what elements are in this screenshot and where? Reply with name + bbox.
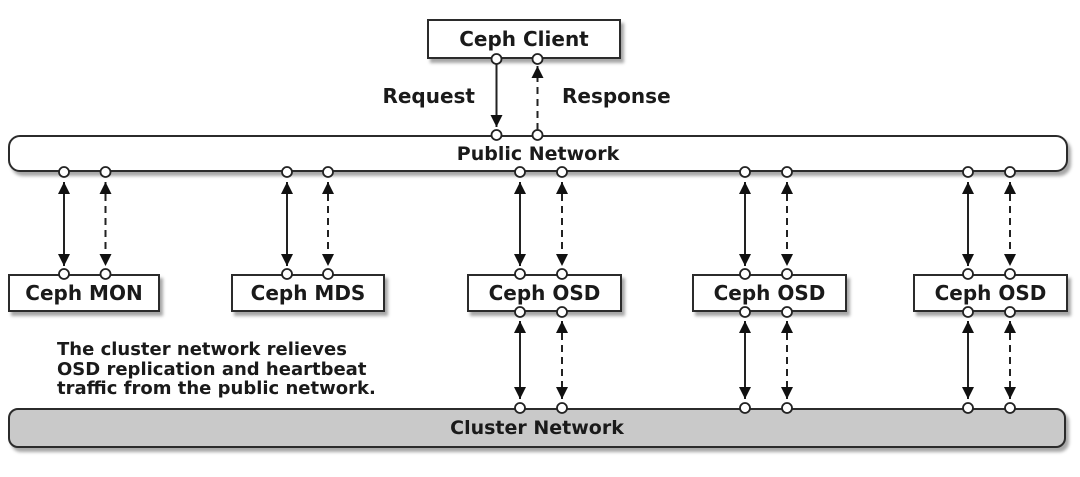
ceph-client-node: Ceph Client — [427, 19, 621, 59]
cluster-network-bar: Cluster Network — [8, 408, 1066, 448]
ceph-mds-node: Ceph MDS — [231, 274, 385, 312]
ceph-osd2-node: Ceph OSD — [692, 274, 847, 312]
osd3-cluster-arrows — [962, 321, 1016, 399]
osd2-cluster-arrows — [739, 321, 793, 399]
public-osd1-arrows — [514, 182, 568, 266]
ceph-mon-label: Ceph MON — [25, 281, 143, 305]
ceph-osd3-node: Ceph OSD — [913, 274, 1068, 312]
ceph-mon-node: Ceph MON — [8, 274, 160, 312]
ceph-osd1-node: Ceph OSD — [467, 274, 622, 312]
public-network-bar: Public Network — [8, 135, 1068, 172]
ceph-osd3-label: Ceph OSD — [934, 281, 1047, 305]
ceph-mds-label: Ceph MDS — [250, 281, 366, 305]
ceph-osd2-label: Ceph OSD — [713, 281, 826, 305]
annotation-line-1: The cluster network relieves — [57, 339, 347, 360]
public-network-label: Public Network — [456, 142, 620, 165]
annotation-line-2: OSD replication and heartbeat — [57, 358, 367, 380]
osd1-cluster-arrows — [514, 321, 568, 399]
public-mon-arrows — [58, 182, 112, 266]
request-arrow-label: Request — [382, 84, 475, 108]
ceph-client-label: Ceph Client — [459, 27, 589, 51]
cluster-network-annotation: The cluster network relieves OSD replica… — [57, 340, 376, 399]
public-osd3-arrows — [962, 182, 1016, 266]
response-arrow-label: Response — [562, 84, 671, 108]
annotation-line-3: traffic from the public network. — [57, 378, 376, 399]
public-mds-arrows — [281, 182, 334, 266]
ceph-osd1-label: Ceph OSD — [488, 281, 601, 305]
public-osd2-arrows — [739, 182, 793, 266]
cluster-network-label: Cluster Network — [450, 417, 624, 439]
